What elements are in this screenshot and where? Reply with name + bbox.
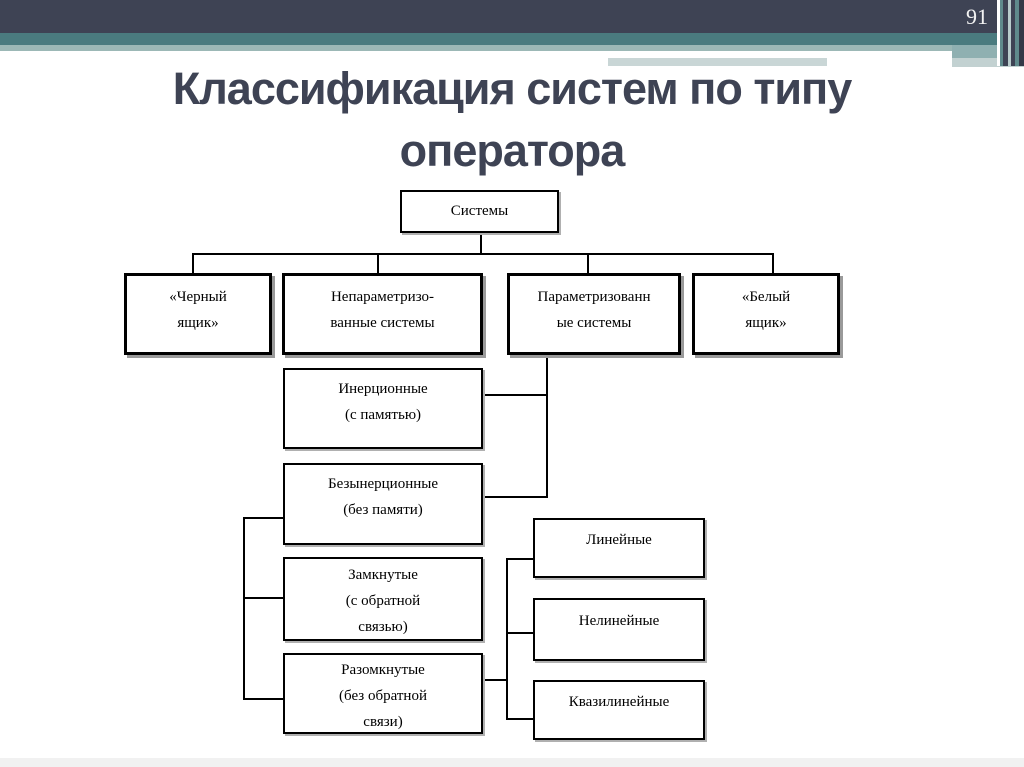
box-parameterized: Параметризованн ые системы: [507, 273, 681, 355]
header-stripe-6: [1019, 0, 1024, 66]
header-teal-band: [0, 33, 1024, 45]
header-white-stripe: [608, 51, 952, 57]
connector-drop-param: [587, 253, 589, 273]
header-sage-band: [0, 45, 1024, 51]
connector-level2-bus: [192, 253, 774, 255]
box-systems: Системы: [400, 190, 559, 233]
connector-noninertial: [483, 496, 548, 498]
connector-open-to-bracket: [483, 679, 508, 681]
box-quasilinear: Квазилинейные: [533, 680, 705, 740]
box-nonparameterized: Непараметризо- ванные системы: [282, 273, 483, 355]
header-stripe-1: [1000, 0, 1003, 66]
connector-drop-white-box: [772, 253, 774, 273]
box-open-loop: Разомкнутые (без обратной связи): [283, 653, 483, 734]
header-right-step-2: [952, 58, 1024, 67]
slide-title: Классификация систем по типу оператора: [0, 58, 1024, 182]
box-closed-loop: Замкнутые (с обратной связью): [283, 557, 483, 641]
connector-left-bracket: [243, 517, 245, 700]
connector-drop-black-box: [192, 253, 194, 273]
connector-left-stub-open: [243, 698, 284, 700]
header-white-divider: [997, 0, 1000, 66]
connector-right-stub-linear: [506, 558, 533, 560]
header-dark-bar: [0, 0, 1024, 33]
box-inertial: Инерционные (с памятью): [283, 368, 483, 449]
box-white-box: «Белый ящик»: [692, 273, 840, 355]
connector-root-drop: [480, 232, 482, 253]
header-stripe-3: [1008, 0, 1011, 66]
box-nonlinear: Нелинейные: [533, 598, 705, 661]
page-number: 91: [966, 4, 988, 29]
connector-inertial: [483, 394, 546, 396]
connector-drop-nonparam: [377, 253, 379, 273]
connector-param-vertical: [546, 355, 548, 498]
box-black-box: «Черный ящик»: [124, 273, 272, 355]
box-noninertial: Безынерционные (без памяти): [283, 463, 483, 545]
connector-right-stub-quasilinear: [506, 718, 533, 720]
connector-left-stub-noninertial: [243, 517, 283, 519]
header-pale-band: [608, 58, 827, 66]
header-stripe-2: [1003, 0, 1008, 66]
connector-right-stub-nonlinear: [506, 632, 533, 634]
connector-left-stub-closed: [243, 597, 283, 599]
header-stripe-5: [1015, 0, 1019, 66]
box-linear: Линейные: [533, 518, 705, 578]
slide-title-line2: оператора: [399, 125, 626, 176]
connector-right-bracket: [506, 558, 508, 720]
slide-title-line1: Классификация систем по типу: [172, 63, 853, 114]
header-stripe-4: [1011, 0, 1015, 66]
footer-band: [0, 758, 1024, 767]
